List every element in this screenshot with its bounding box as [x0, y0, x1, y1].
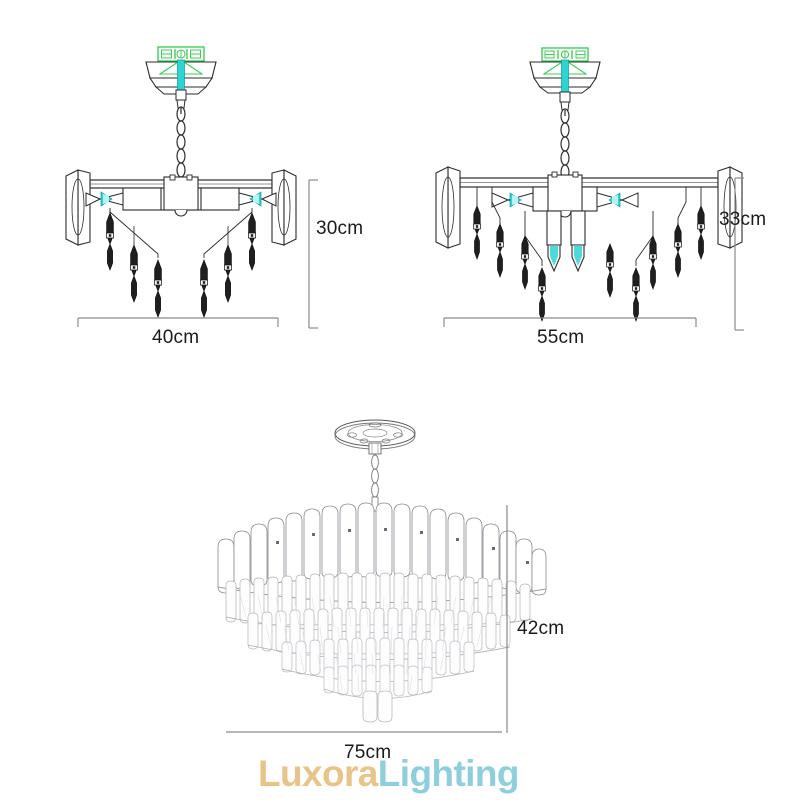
suspension-chain — [176, 106, 186, 185]
tier-3-bottom-rim — [247, 644, 511, 660]
dimension-label-b-width: 55cm — [537, 327, 585, 348]
crystal-drops — [473, 205, 705, 322]
dimension-line-width-40cm — [77, 317, 279, 327]
ceiling-plate-assembly — [529, 47, 601, 111]
ceiling-rose — [334, 419, 416, 455]
horizontal-bar — [435, 166, 743, 249]
bottom-finial-crystal — [362, 690, 393, 723]
dimension-label-c-width: 75cm — [344, 742, 392, 763]
dimension-line-height-33cm — [734, 177, 744, 331]
figure-crystal-chandelier-75cm — [217, 419, 547, 733]
horizontal-bar — [65, 169, 297, 246]
dimension-line-height-30cm — [308, 179, 318, 329]
crystal-texture — [239, 594, 493, 693]
lamp-housing-row — [85, 174, 277, 217]
tier-1-screws — [276, 528, 529, 564]
crystal-tier-1 — [217, 502, 547, 596]
crystal-tier-5 — [323, 664, 433, 698]
tier-4-bottom-rim — [281, 668, 475, 682]
suspension-chain — [371, 454, 379, 512]
ceiling-plate-assembly — [145, 46, 217, 109]
suspension-chain — [560, 108, 570, 186]
dimension-label-c-height: 42cm — [517, 618, 565, 639]
brand-logo: LuxoraLighting — [258, 752, 558, 796]
figure-chandelier-40cm — [65, 46, 318, 329]
crystal-drops-group — [105, 208, 257, 318]
dimension-line-width-55cm — [443, 317, 697, 327]
brand-logo-lighting: Lighting — [377, 753, 520, 794]
dimension-label-a-width: 40cm — [152, 327, 200, 348]
lamp-housing-center — [532, 171, 598, 272]
brand-logo-luxora: Luxora — [258, 753, 378, 794]
crystal-drops-group — [476, 187, 702, 266]
figure-chandelier-55cm — [435, 47, 744, 331]
dimension-label-a-height: 30cm — [316, 218, 364, 239]
dimension-label-b-height: 33cm — [719, 209, 767, 230]
